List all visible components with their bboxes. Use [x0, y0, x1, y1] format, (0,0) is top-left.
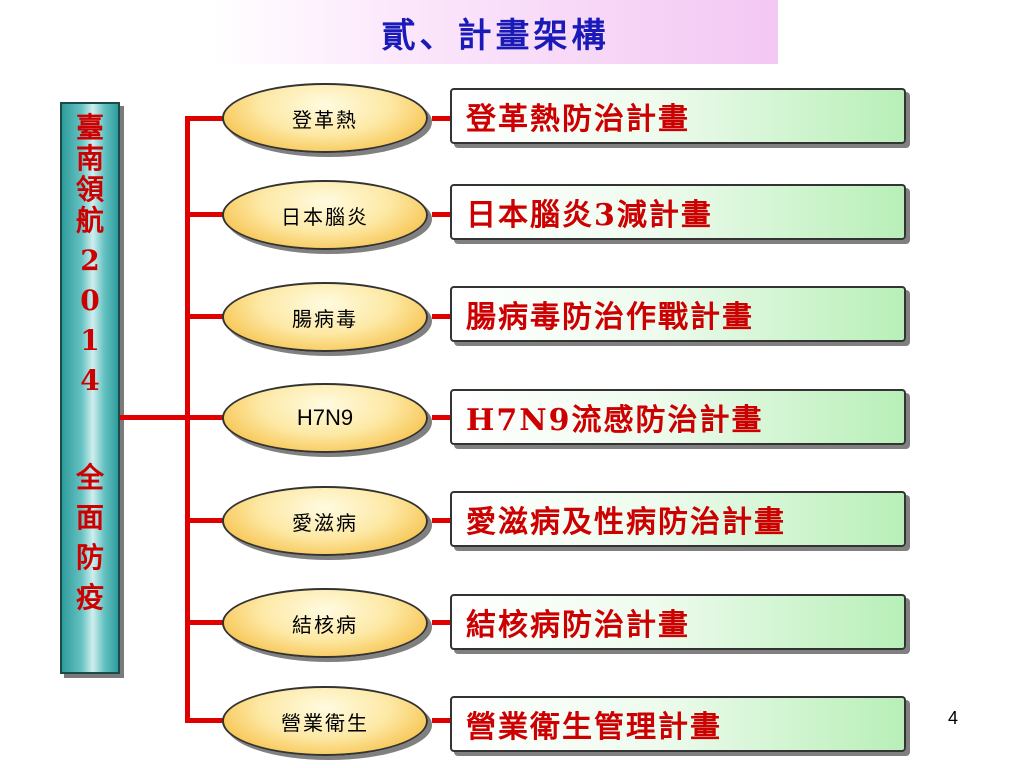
row-connector — [432, 415, 450, 420]
plan-box: H7N9流感防治計畫 — [450, 389, 906, 445]
category-oval: 營業衛生 — [222, 686, 428, 756]
plan-label: H7N9流感防治計畫 — [466, 403, 764, 438]
plan-label: 愛滋病及性病防治計畫 — [466, 505, 786, 540]
branch-line — [185, 314, 227, 319]
side-banner-char: 0 — [80, 284, 100, 317]
page-number: 4 — [948, 708, 959, 728]
category-label: 登革熱 — [292, 107, 358, 132]
branch-line — [185, 415, 227, 420]
plan-box: 結核病防治計畫 — [450, 594, 906, 650]
branch-line — [185, 620, 227, 625]
category-label: H7N9 — [296, 405, 354, 430]
side-banner-char: 1 — [80, 324, 100, 357]
side-banner-char: 全 — [75, 461, 104, 494]
plan-label: 日本腦炎3減計畫 — [466, 198, 713, 233]
row-connector — [432, 116, 450, 121]
category-oval: 愛滋病 — [222, 486, 428, 556]
branch-line — [185, 718, 227, 723]
category-label: 日本腦炎 — [281, 204, 369, 229]
side-banner-char: 領 — [75, 173, 104, 206]
category-label: 腸病毒 — [292, 306, 358, 331]
category-label: 營業衛生 — [281, 710, 369, 735]
row-connector — [432, 718, 450, 723]
side-banner-char: 防 — [75, 541, 104, 574]
plan-label: 腸病毒防治作戰計畫 — [466, 300, 754, 335]
side-banner: 臺 南 領 航 2 0 1 4 全 面 防 疫 — [60, 102, 120, 674]
side-banner-char: 南 — [75, 142, 104, 175]
side-banner-char: 臺 — [75, 111, 104, 144]
category-oval: H7N9 — [222, 383, 428, 453]
page-title: 貳、計畫架構 — [381, 15, 610, 56]
branch-line — [185, 518, 227, 523]
side-banner-char: 航 — [75, 204, 104, 237]
category-oval: 結核病 — [222, 588, 428, 658]
branch-line — [185, 212, 227, 217]
plan-label: 結核病防治計畫 — [466, 608, 690, 643]
side-banner-char: 2 — [80, 244, 100, 277]
plan-box: 營業衛生管理計畫 — [450, 696, 906, 752]
category-oval: 登革熱 — [222, 83, 428, 153]
side-banner-char: 面 — [75, 501, 104, 534]
side-banner-char: 疫 — [75, 581, 104, 614]
category-label: 愛滋病 — [292, 510, 358, 535]
row-connector — [432, 518, 450, 523]
plan-box: 登革熱防治計畫 — [450, 88, 906, 144]
branch-line — [185, 116, 227, 121]
row-connector — [432, 620, 450, 625]
category-label: 結核病 — [292, 612, 358, 637]
row-connector — [432, 314, 450, 319]
plan-label: 登革熱防治計畫 — [466, 102, 690, 137]
category-oval: 日本腦炎 — [222, 180, 428, 250]
title-banner: 貳、計畫架構 — [213, 0, 778, 64]
plan-box: 日本腦炎3減計畫 — [450, 184, 906, 240]
plan-box: 愛滋病及性病防治計畫 — [450, 491, 906, 547]
trunk-horizontal-line — [120, 415, 188, 420]
row-connector — [432, 212, 450, 217]
plan-box: 腸病毒防治作戰計畫 — [450, 286, 906, 342]
plan-label: 營業衛生管理計畫 — [466, 710, 722, 745]
category-oval: 腸病毒 — [222, 282, 428, 352]
side-banner-char: 4 — [80, 364, 100, 397]
